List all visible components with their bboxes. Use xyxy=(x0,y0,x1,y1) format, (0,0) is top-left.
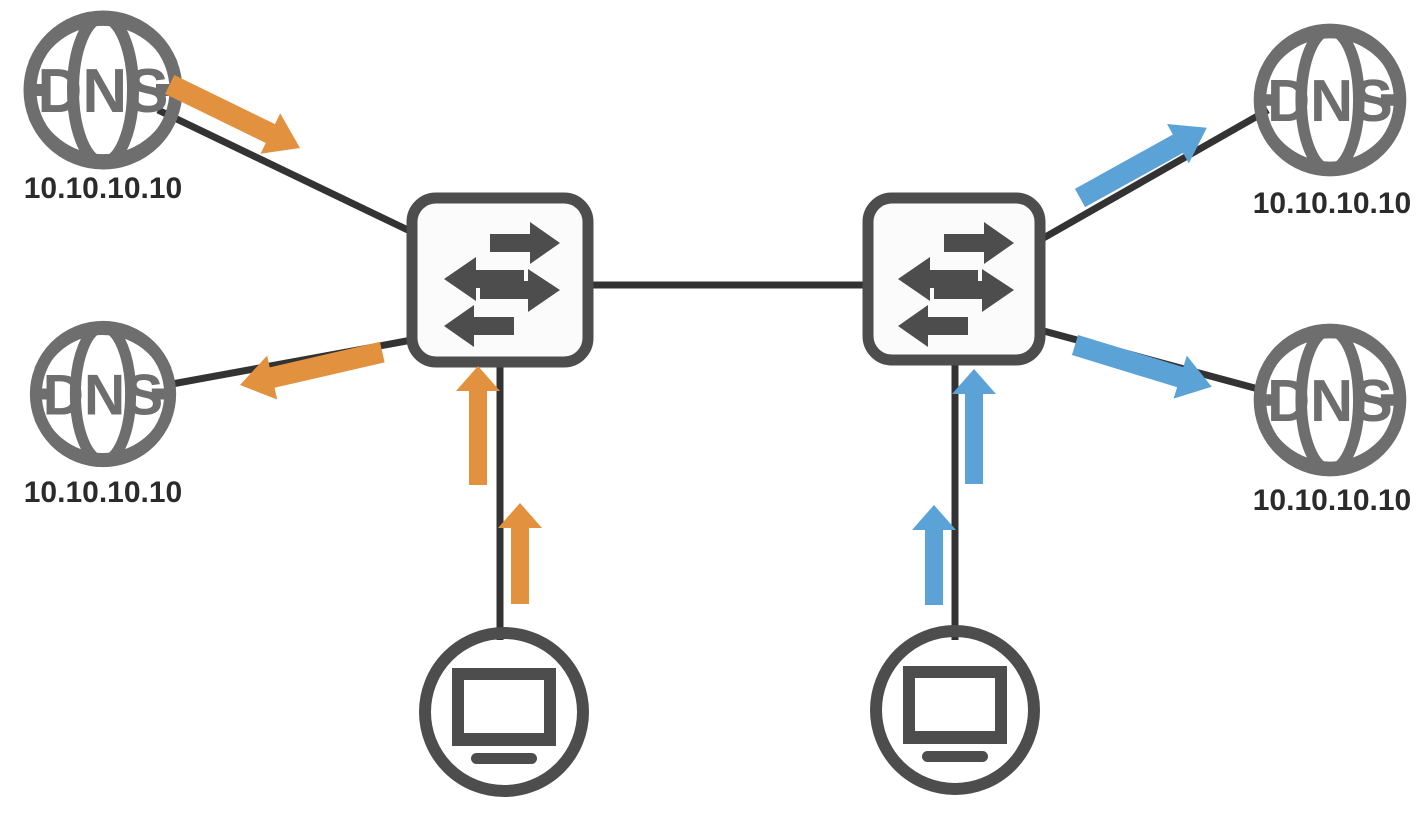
arrow-left-switch-to-dns-bottom xyxy=(240,341,385,400)
dns-globe-label: DNS xyxy=(43,363,163,427)
flow-arrows-blue xyxy=(912,124,1212,605)
node-switch-right[interactable] xyxy=(862,192,1046,366)
node-dns-top-left[interactable]: DNS 10.10.10.10 xyxy=(24,17,182,205)
dns-globe-label: DNS xyxy=(1267,367,1393,434)
arrow-right-switch-to-dns-top xyxy=(1074,124,1207,208)
dns-globe-label: DNS xyxy=(38,57,169,126)
node-dns-bottom-left[interactable]: DNS 10.10.10.10 xyxy=(24,327,182,509)
node-client-left[interactable] xyxy=(425,633,583,791)
dns-bottom-left-ip-label: 10.10.10.10 xyxy=(24,476,182,509)
node-switch-left[interactable] xyxy=(406,192,594,368)
dns-top-right-ip-label: 10.10.10.10 xyxy=(1253,187,1411,220)
arrow-left-client-to-switch-lower xyxy=(498,503,542,604)
link-dns-top-right-to-switch-right xyxy=(1038,106,1270,244)
desktop-computer-icon xyxy=(425,633,583,791)
link-dns-top-left-to-switch-left xyxy=(156,106,414,236)
arrow-right-client-to-switch-upper xyxy=(952,369,996,484)
arrow-right-switch-to-dns-bottom xyxy=(1071,334,1212,399)
node-dns-bottom-right[interactable]: DNS 10.10.10.10 xyxy=(1253,330,1411,517)
node-client-right[interactable] xyxy=(876,631,1034,789)
dns-top-left-ip-label: 10.10.10.10 xyxy=(24,172,182,205)
arrow-left-client-to-switch-upper xyxy=(456,366,500,485)
flow-arrows-orange xyxy=(165,74,542,604)
dns-globe-label: DNS xyxy=(1267,67,1393,134)
arrow-left-switch-to-dns-top xyxy=(165,74,300,154)
node-dns-top-right[interactable]: DNS 10.10.10.10 xyxy=(1253,30,1411,220)
desktop-computer-icon xyxy=(876,631,1034,789)
arrow-right-client-to-switch-lower xyxy=(912,505,956,605)
dns-bottom-right-ip-label: 10.10.10.10 xyxy=(1253,484,1411,517)
